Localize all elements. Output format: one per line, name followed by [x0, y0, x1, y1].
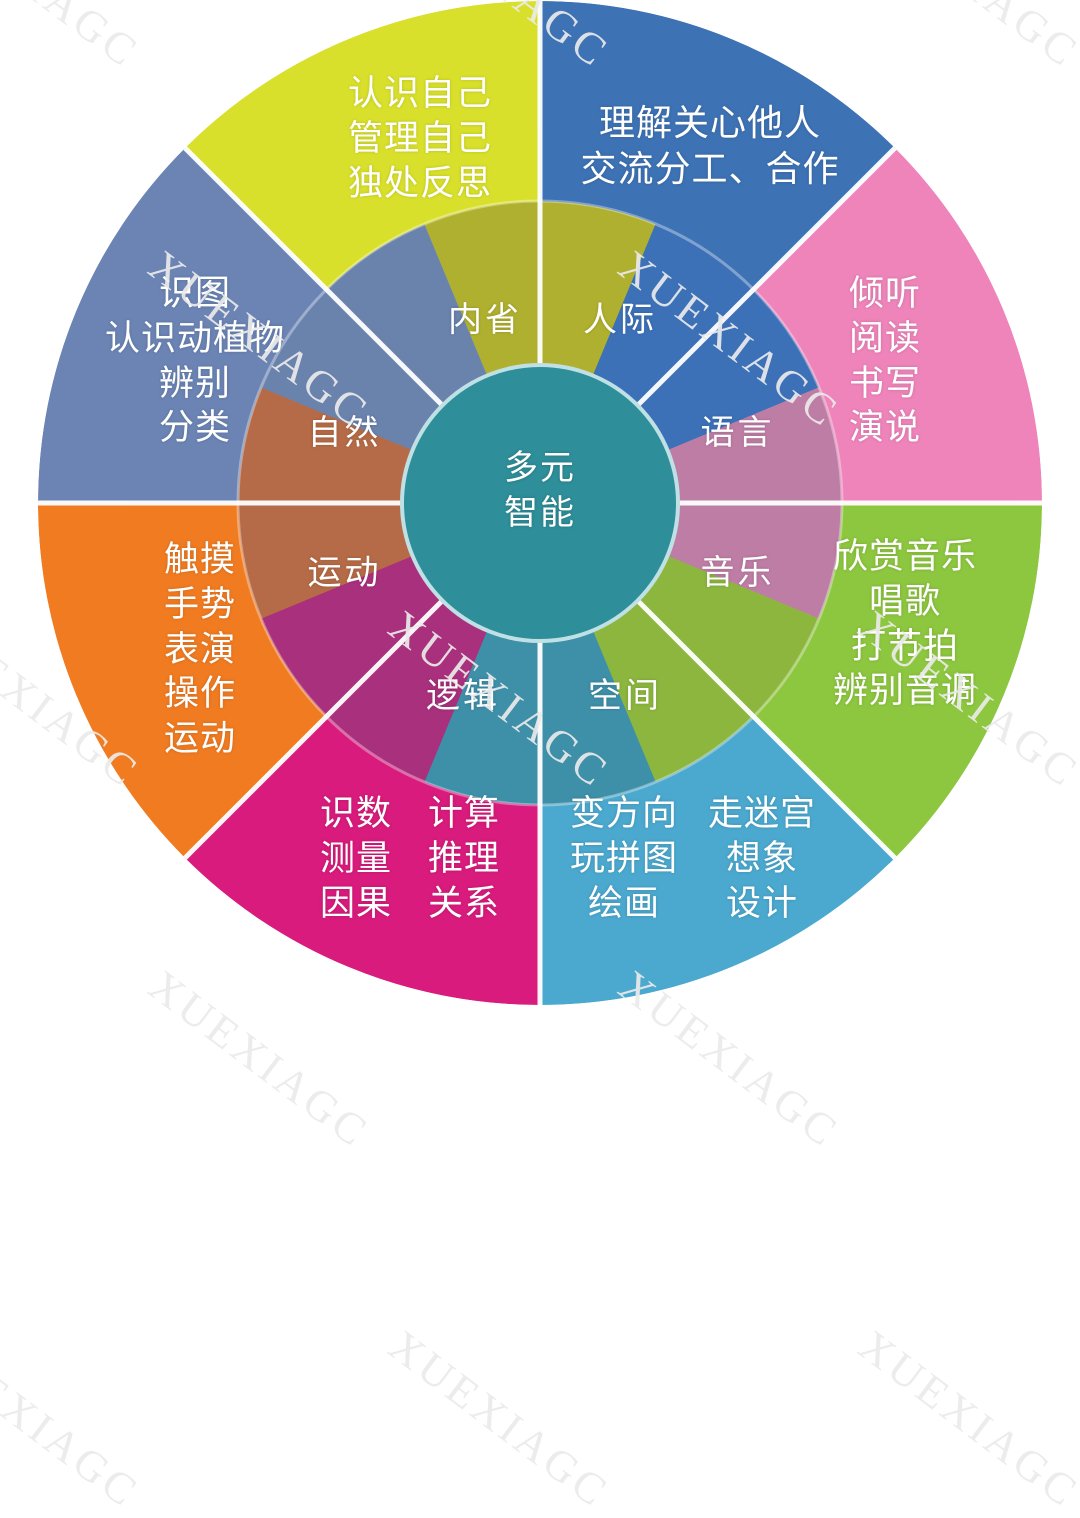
watermark-text: XUEXIAGC — [0, 1320, 149, 1518]
inner-ring-outline — [236, 199, 844, 807]
center-core-circle[interactable] — [400, 363, 680, 643]
multiple-intelligences-wheel — [38, 1, 1042, 1005]
watermark-text: XUEXIAGC — [379, 1320, 619, 1518]
watermark-text: XUEXIAGC — [849, 1320, 1080, 1518]
